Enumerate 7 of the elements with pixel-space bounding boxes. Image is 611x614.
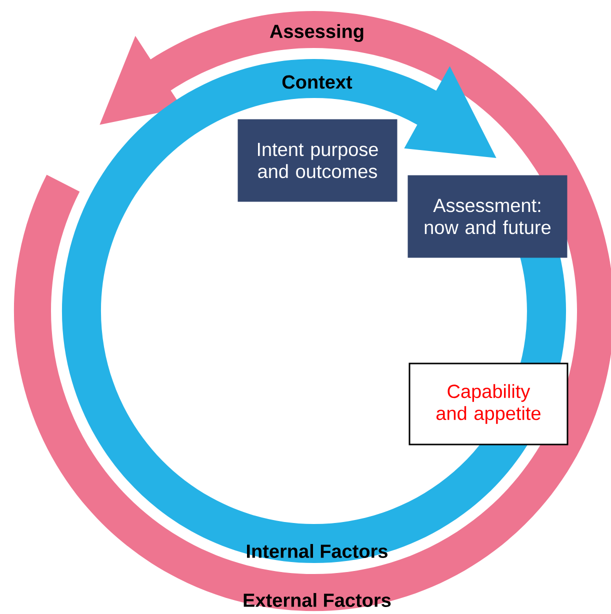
ring-label: Assessing [270,24,364,42]
text-box: Intent purpose and outcomes [238,119,398,202]
text-box: Assessment: now and future [408,175,568,258]
text-box: Capability and appetite [408,362,568,446]
ring-label: Context [282,75,352,89]
ring-label: Internal Factors [247,544,388,558]
ring-label: External Factors [244,593,391,607]
